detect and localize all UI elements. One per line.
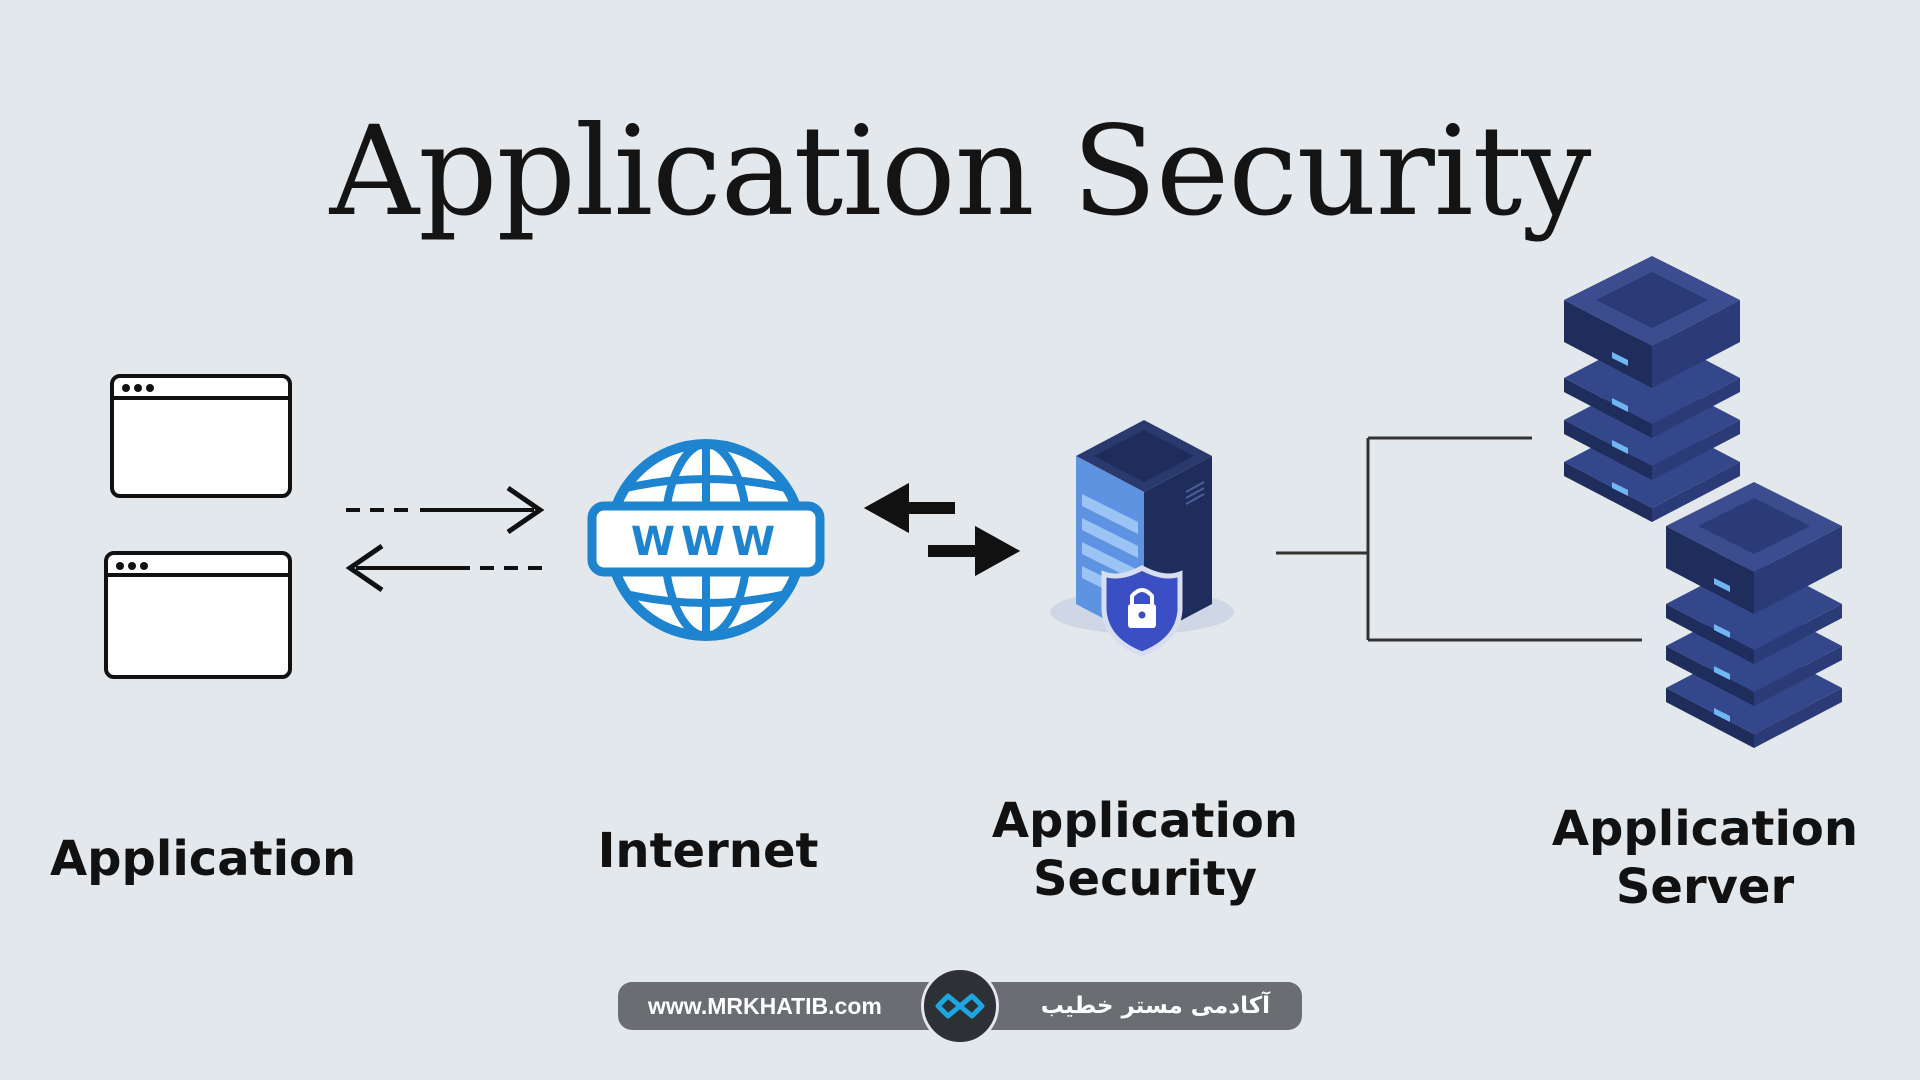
label-internet-line: Internet: [597, 823, 819, 879]
secure-server-icon: [1050, 420, 1234, 657]
server-stack-icon: [1564, 256, 1740, 522]
response-arrow-icon: [345, 543, 548, 593]
label-internet: Internet: [558, 822, 858, 880]
request-arrow-icon: [346, 485, 545, 535]
server-stack-icon: [1666, 482, 1842, 748]
label-application-server-line-2: Server: [1615, 859, 1795, 915]
label-application-security: Application Security: [990, 792, 1300, 908]
label-application-server-line-1: Application: [1551, 801, 1859, 857]
label-application-security-line-1: Application: [991, 793, 1299, 849]
footer-url[interactable]: www.MRKHATIB.com: [648, 993, 882, 1019]
infinity-logo-icon: [921, 967, 999, 1045]
label-application-security-line-2: Security: [1032, 851, 1258, 907]
globe-text: WWW: [631, 519, 781, 565]
page-title: Application Security: [329, 100, 1592, 244]
footer-brand-bar: www.MRKHATIB.com آکادمی مستر خطیب: [618, 967, 1302, 1045]
footer-brand-text: آکادمی مستر خطیب: [1040, 993, 1270, 1019]
label-application-line: Application: [50, 831, 357, 887]
server-connector-lines: [1276, 436, 1642, 642]
label-application-server: Application Server: [1550, 800, 1860, 916]
browser-window-icon: [110, 374, 292, 498]
www-globe-icon: WWW: [587, 439, 825, 641]
label-application: Application: [50, 830, 357, 888]
bidirectional-arrow-icon: [863, 482, 1021, 577]
browser-window-icon: [104, 551, 292, 679]
